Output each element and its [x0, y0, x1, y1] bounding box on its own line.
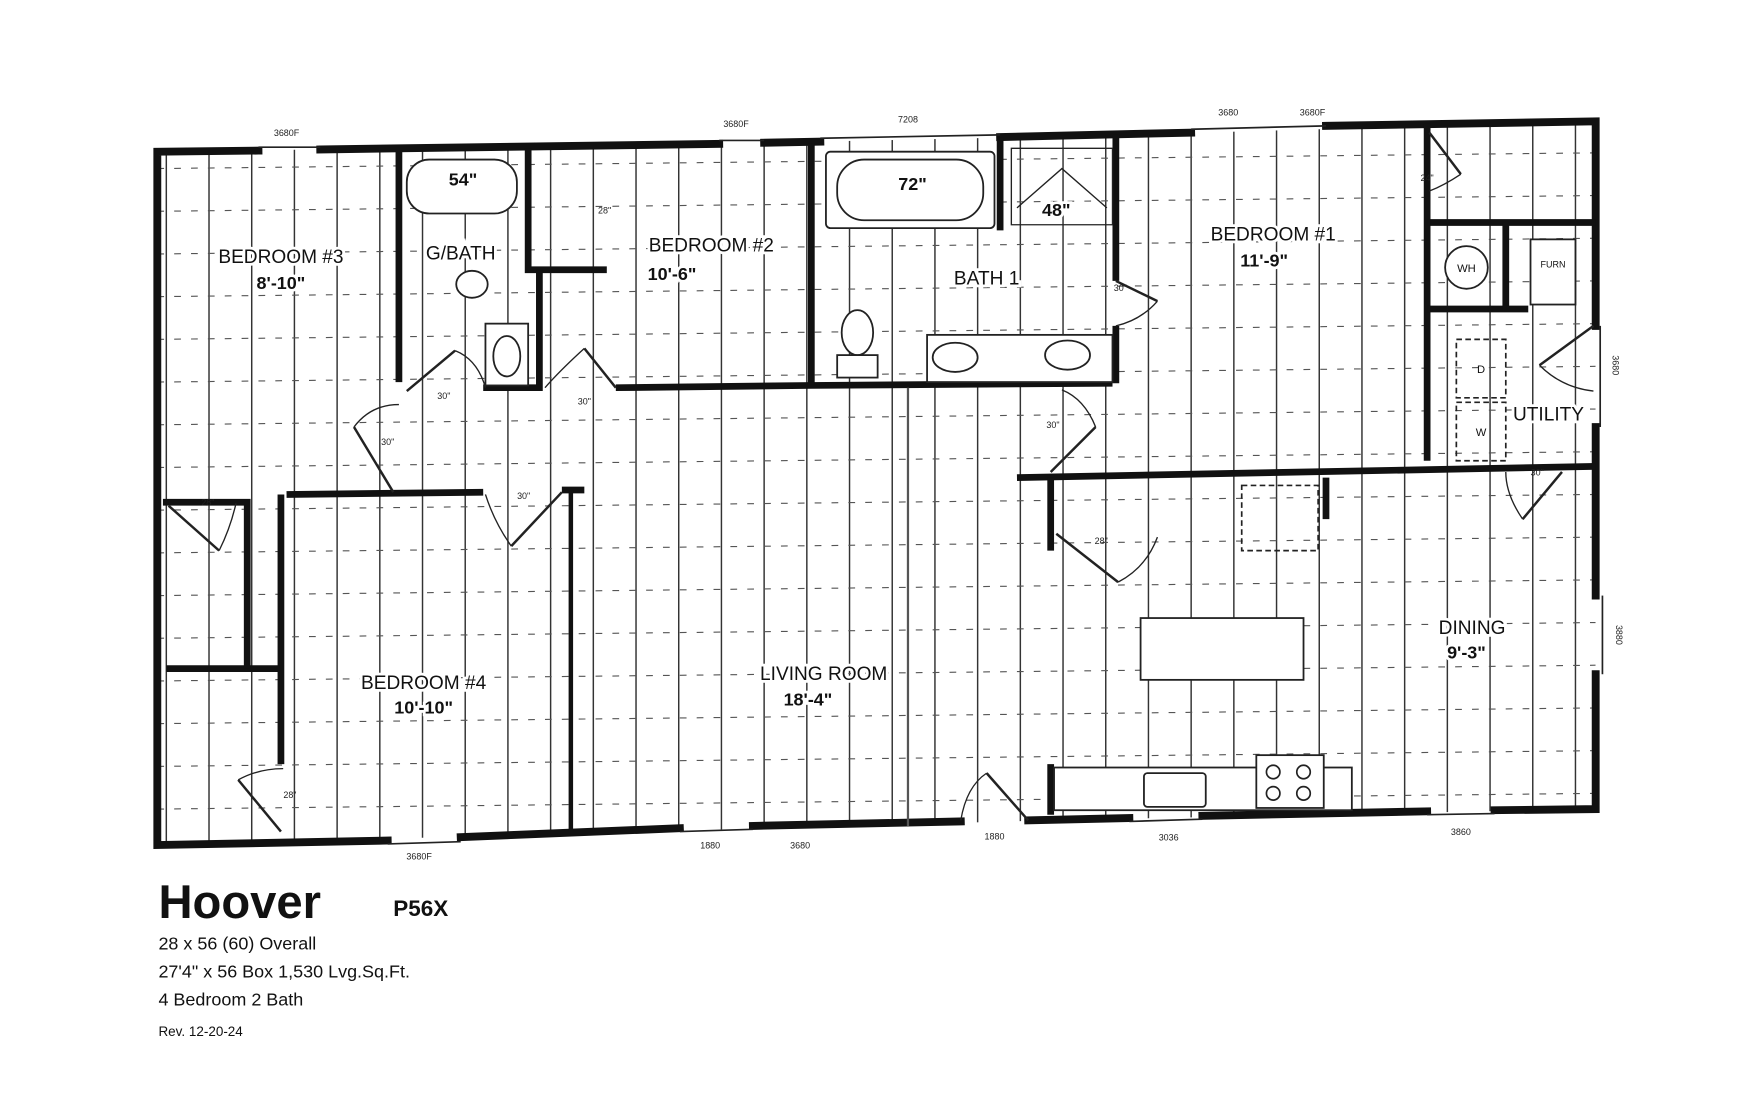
room-bedroom4: BEDROOM #4	[361, 673, 487, 694]
window-label: 3680	[790, 840, 810, 850]
interior-walls	[162, 123, 1596, 832]
door-size: 28"	[201, 498, 214, 508]
door-size: 30"	[517, 491, 530, 501]
door-size: 30"	[578, 397, 591, 407]
sink-icon	[1143, 772, 1207, 808]
room-gbath: G/BATH	[426, 244, 496, 265]
window-label: 3680	[1611, 355, 1621, 375]
bath1-sink-icon	[1044, 339, 1091, 371]
door-size: 28"	[1095, 536, 1108, 546]
room-bath1: BATH 1	[954, 268, 1019, 289]
plan-model: P56X	[393, 896, 448, 921]
kitchen-island	[1139, 617, 1305, 681]
windows	[258, 125, 1604, 845]
pantry	[1240, 484, 1319, 552]
window-labels: 3680F 3680F 7208 3680 3680F 3680 3880 36…	[274, 108, 1624, 862]
bath1-sink-icon	[931, 341, 979, 373]
window-label: 3036	[1159, 833, 1179, 843]
door-size: 30"	[381, 437, 394, 447]
door-size: 30"	[1046, 420, 1059, 430]
shower-size: 48"	[1042, 200, 1071, 220]
window-label: 3880	[1614, 625, 1624, 645]
grid-line	[157, 493, 1596, 511]
furnace-icon	[1529, 238, 1577, 306]
exterior-walls	[153, 117, 1600, 850]
window-label: 7208	[898, 114, 918, 124]
title-block: Hoover P56X 28 x 56 (60) Overall 27'4" x…	[158, 876, 448, 1039]
washer-label: W	[1476, 427, 1487, 439]
plan-spec-box: 27'4" x 56 Box 1,530 Lvg.Sq.Ft.	[158, 962, 410, 982]
door-size: 24"	[1421, 173, 1434, 183]
grid-line	[157, 750, 1596, 767]
gbath-tub-size: 54"	[449, 169, 478, 189]
window-label: 3860	[1451, 827, 1471, 837]
window-label: 3680F	[723, 119, 749, 129]
room-utility: UTILITY	[1513, 404, 1584, 425]
room-living-size: 18'-4"	[784, 690, 833, 710]
water-heater-icon	[1444, 245, 1489, 290]
door-size: 28"	[598, 206, 611, 216]
door-size: 30"	[1114, 283, 1127, 293]
room-living: LIVING ROOM	[760, 664, 887, 685]
grid-line	[157, 536, 1596, 554]
window-label: 3680F	[1300, 108, 1326, 118]
doors	[167, 131, 1595, 833]
door-size: 30"	[437, 391, 450, 401]
grid-line	[157, 707, 1596, 725]
room-bedroom3: BEDROOM #3	[218, 247, 343, 268]
gbath-tub-icon	[405, 158, 518, 215]
door-size: 28"	[283, 790, 296, 800]
plan-spec-rooms: 4 Bedroom 2 Bath	[158, 990, 303, 1010]
dryer-label: D	[1477, 364, 1485, 376]
bath1-toilet-icon	[840, 309, 875, 356]
shower-icon	[1010, 147, 1114, 226]
grid-line	[157, 280, 1596, 298]
grid-line	[157, 792, 1596, 810]
grid-line	[157, 579, 1596, 597]
grid-line	[157, 451, 1596, 469]
fixtures	[405, 147, 1577, 812]
room-bedroom3-size: 8'-10"	[257, 273, 306, 293]
room-bedroom2: BEDROOM #2	[649, 236, 774, 257]
grid-line	[157, 323, 1596, 340]
bath1-tub-size: 72"	[898, 174, 927, 194]
plan-name: Hoover	[158, 876, 321, 929]
room-dining: DINING	[1439, 618, 1506, 639]
grid-line	[157, 408, 1596, 426]
window-label: 1880	[700, 840, 720, 850]
door-size: 30"	[1531, 467, 1544, 477]
window-label: 1880	[985, 831, 1005, 841]
room-labels: BEDROOM #3 8'-10" G/BATH BEDROOM #2 10'-…	[216, 222, 1588, 721]
window-label: 3680	[1218, 108, 1238, 118]
door-size-labels: 28" 24" 30" 30" 30" 30" 30" 28" 30" 28" …	[201, 173, 1544, 800]
range-icon	[1255, 754, 1325, 809]
plan-spec-overall: 28 x 56 (60) Overall	[158, 934, 316, 954]
room-bedroom1-size: 11'-9"	[1240, 250, 1288, 270]
grid-line	[157, 664, 1596, 682]
furnace-label: FURN	[1541, 259, 1566, 269]
room-bedroom1: BEDROOM #1	[1211, 224, 1336, 245]
room-bedroom4-size: 10'-10"	[394, 698, 453, 718]
gbath-toilet-icon	[492, 335, 522, 378]
window-label: 3680F	[274, 128, 300, 138]
plan-revision: Rev. 12-20-24	[158, 1024, 243, 1039]
room-bedroom2-size: 10'-6"	[648, 264, 697, 284]
grid-line	[157, 621, 1596, 639]
gbath-sink-icon	[455, 269, 489, 299]
window-label: 3680F	[406, 852, 432, 862]
room-dining-size: 9'-3"	[1447, 643, 1486, 663]
grid-line	[157, 237, 1596, 255]
water-heater-label: WH	[1457, 263, 1476, 275]
fixture-labels: 54" 72" 48" WH FURN D W	[446, 167, 1566, 439]
